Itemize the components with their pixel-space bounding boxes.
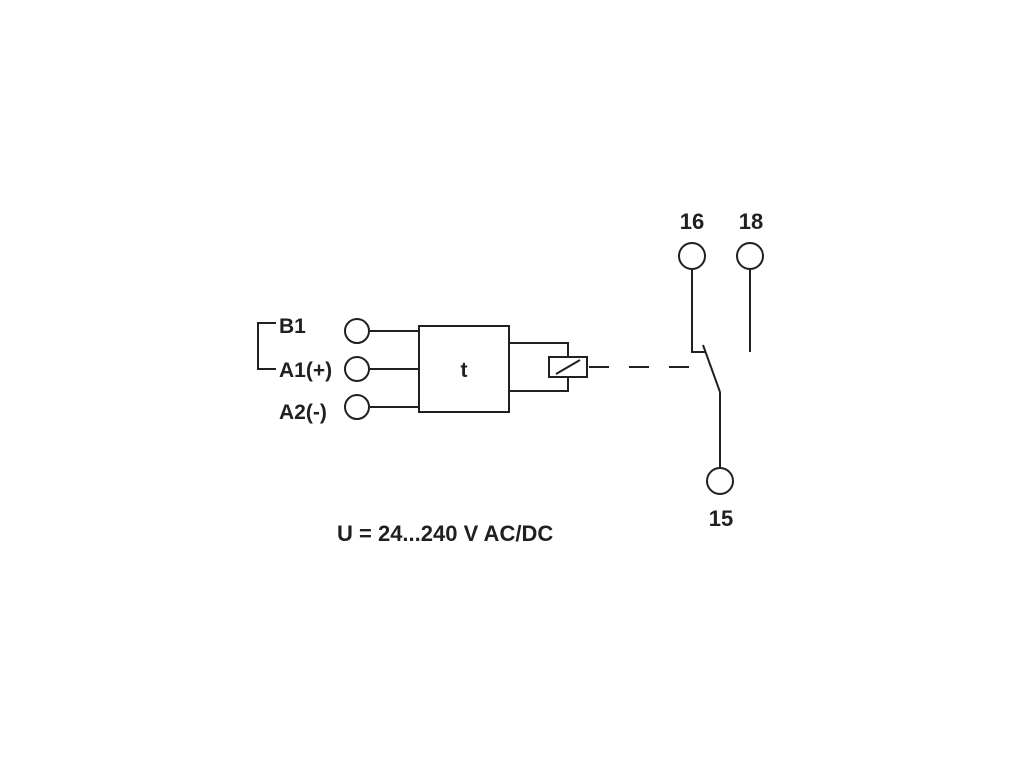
timer-block-label: t xyxy=(461,359,468,382)
terminal-label-16: 16 xyxy=(680,209,704,234)
changeover-blade xyxy=(702,344,721,393)
terminal-label-15: 15 xyxy=(709,506,733,531)
b1-a1-bracket xyxy=(257,322,276,370)
terminal-16 xyxy=(678,242,706,270)
terminal-a2 xyxy=(344,394,370,420)
relay-coil xyxy=(548,356,588,378)
coil-wire-top xyxy=(509,342,569,357)
terminal-b1 xyxy=(344,318,370,344)
terminal-label-a2: A2(-) xyxy=(279,401,327,424)
timer-block xyxy=(418,325,510,413)
terminal-18 xyxy=(736,242,764,270)
relay-coil-diagonal xyxy=(555,359,581,375)
supply-voltage-label: U = 24...240 V AC/DC xyxy=(337,521,553,546)
terminal-a1 xyxy=(344,356,370,382)
contact-16-wire xyxy=(691,269,706,353)
coil-wire-bottom xyxy=(509,377,569,392)
terminal-label-18: 18 xyxy=(739,209,763,234)
terminal-label-a1: A1(+) xyxy=(279,359,332,382)
terminal-15 xyxy=(706,467,734,495)
terminal-label-b1: B1 xyxy=(279,315,306,338)
